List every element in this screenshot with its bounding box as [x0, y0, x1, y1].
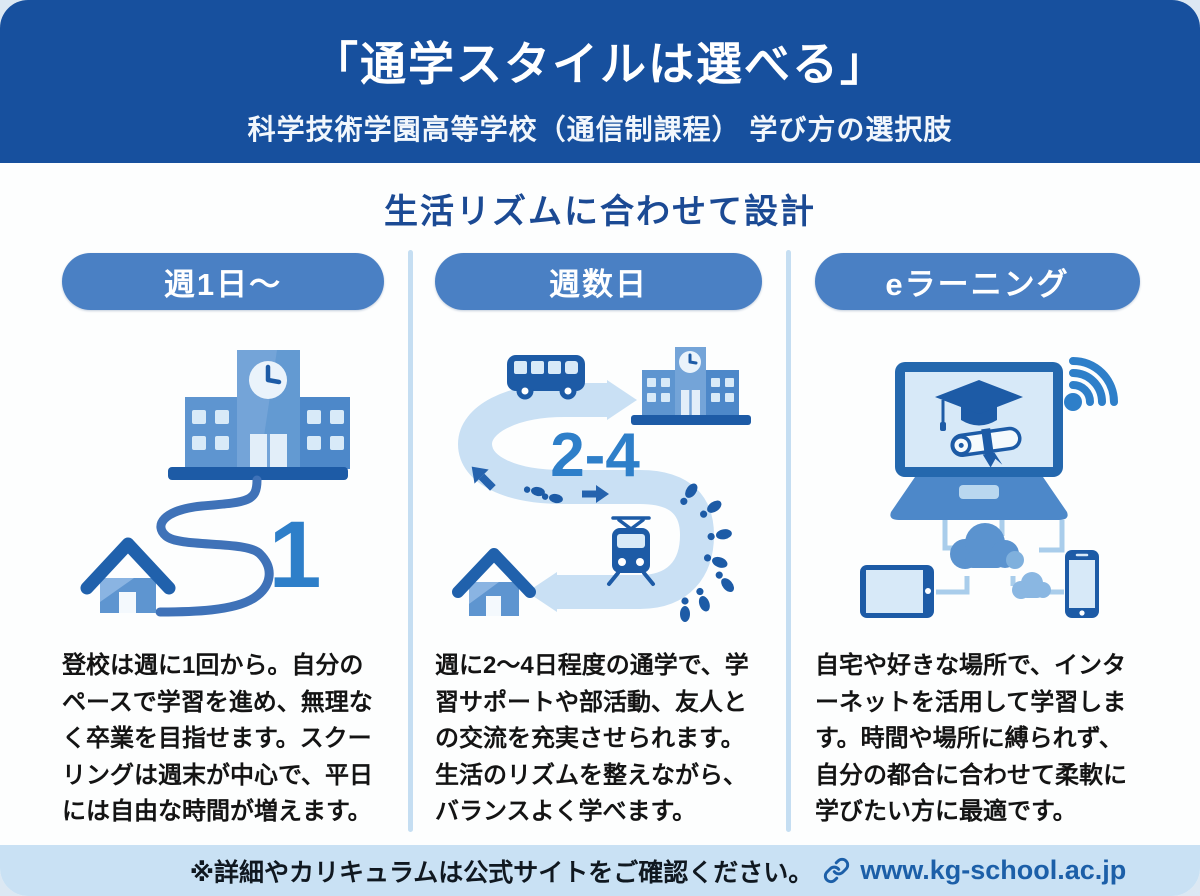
- wifi-icon: [1064, 357, 1118, 411]
- school-icon: [631, 347, 751, 425]
- illustration-elearning: [860, 357, 1118, 618]
- smartphone-icon: [1065, 550, 1099, 618]
- days-number: 1: [269, 502, 322, 608]
- diploma-icon: [950, 426, 1022, 468]
- route-arrow-icon: [458, 380, 714, 612]
- page-subtitle: 科学技術学園高等学校（通信制課程） 学び方の選択肢: [247, 114, 953, 145]
- bus-icon: [507, 355, 585, 400]
- column-week1: 週1日〜: [62, 253, 384, 831]
- illustration-week1: 1: [80, 350, 350, 617]
- graduation-cap-icon: [935, 380, 1023, 431]
- train-icon: [607, 516, 655, 586]
- days-number: 2-4: [550, 421, 640, 490]
- illustration-weekdays: 2-4: [452, 347, 751, 622]
- footer-note: ※詳細やカリキュラムは公式サイトをご確認ください。: [189, 858, 814, 887]
- direction-arrow-icon: [471, 466, 609, 503]
- pill-header-week1: 週1日〜: [62, 253, 384, 310]
- pill-header-elearning: eラーニング: [815, 253, 1140, 310]
- footprints-icon: [523, 483, 734, 622]
- description-week1: 登校は週に1回から。自分のペースで学習を進め、無理なく卒業を目指せます。スクーリ…: [62, 652, 374, 825]
- column-weekdays: 週数日: [435, 253, 762, 831]
- description-weekdays: 週に2〜4日程度の通学で、学習サポートや部活動、友人との交流を充実させられます。…: [435, 652, 749, 825]
- footer: ※詳細やカリキュラムは公式サイトをご確認ください。 www.kg-school.…: [0, 845, 1200, 896]
- link-icon: [824, 857, 850, 884]
- footer-url[interactable]: www.kg-school.ac.jp: [860, 855, 1127, 885]
- cloud-icon: [1012, 572, 1051, 599]
- house-icon: [80, 537, 176, 613]
- column-divider: [786, 250, 791, 832]
- description-elearning: 自宅や好きな場所で、インターネットを活用して学習します。時間や場所に縛られず、自…: [815, 652, 1127, 825]
- column-elearning: eラーニング: [815, 253, 1140, 831]
- winding-path-icon: [155, 475, 274, 617]
- page-title: 「通学スタイルは選べる」: [312, 38, 888, 90]
- header: 「通学スタイルは選べる」 科学技術学園高等学校（通信制課程） 学び方の選択肢: [0, 0, 1200, 163]
- column-divider: [408, 250, 413, 832]
- cloud-icon: [950, 523, 1024, 569]
- pill-header-weekdays: 週数日: [435, 253, 762, 310]
- school-icon: [168, 350, 350, 480]
- tablet-icon: [860, 565, 934, 618]
- section-heading: 生活リズムに合わせて設計: [384, 193, 816, 231]
- house-icon: [452, 548, 536, 616]
